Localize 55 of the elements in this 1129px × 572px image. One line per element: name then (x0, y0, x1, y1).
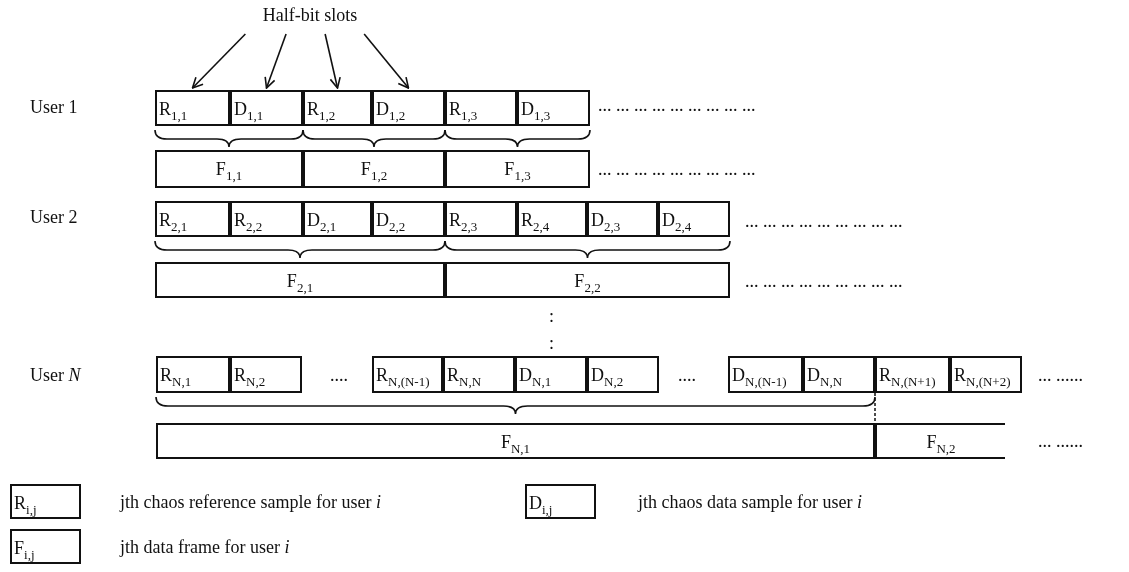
ellipsis: ... ... ... ... ... ... ... ... ... (598, 94, 756, 116)
time-slot: R$_{2,1}$ (155, 201, 230, 237)
time-slot: R$_{N,N}$ (443, 356, 515, 393)
frame-slot: F$_{2,1}$ (155, 262, 445, 298)
legend-text: jth data frame for user i (120, 536, 290, 558)
row-label: User 2 (30, 206, 78, 228)
time-slot: R$_{1,1}$ (155, 90, 230, 126)
legend-key: R$_{i,j}$ (10, 484, 81, 519)
time-slot: R$_{N,(N+2)}$ (950, 356, 1022, 393)
frame-slot: F$_{1,3}$ (445, 150, 590, 188)
time-slot: R$_{N,(N+1)}$ (875, 356, 950, 393)
time-slot: D$_{2,1}$ (303, 201, 372, 237)
frame-slot: F$_{1,1}$ (155, 150, 303, 188)
ellipsis: ... ...... (1038, 430, 1083, 452)
ellipsis: ... ... ... ... ... ... ... ... ... (598, 158, 756, 180)
row-label: User 1 (30, 96, 78, 118)
arrow (264, 33, 287, 89)
time-slot: R$_{N,(N-1)}$ (372, 356, 443, 393)
time-slot: D$_{N,(N-1)}$ (728, 356, 803, 393)
time-slot: R$_{N,2}$ (230, 356, 302, 393)
time-slot: D$_{1,3}$ (517, 90, 590, 126)
heading-text: Half-bit slots (250, 4, 370, 30)
ellipsis: .... (330, 364, 348, 386)
time-slot: R$_{N,1}$ (156, 356, 230, 393)
row-label: User N (30, 364, 81, 386)
time-slot: R$_{1,2}$ (303, 90, 372, 126)
frame-slot: F$_{1,2}$ (303, 150, 445, 188)
ellipsis: ... ... ... ... ... ... ... ... ... (745, 210, 903, 232)
time-slot: R$_{1,3}$ (445, 90, 517, 126)
vertical-ellipsis: : (549, 332, 554, 354)
time-slot: D$_{2,2}$ (372, 201, 445, 237)
time-slot: R$_{2,4}$ (517, 201, 587, 237)
time-slot: D$_{N,N}$ (803, 356, 875, 393)
legend-text: jth chaos data sample for user i (638, 491, 862, 513)
legend-text: jth chaos reference sample for user i (120, 491, 381, 513)
ellipsis: ... ...... (1038, 364, 1083, 386)
frame-slot: F$_{2,2}$ (445, 262, 730, 298)
legend-key: F$_{i,j}$ (10, 529, 81, 564)
frame-slot: F$_{N,2}$ (875, 423, 1005, 459)
legend-key: D$_{i,j}$ (525, 484, 596, 519)
ellipsis: ... ... ... ... ... ... ... ... ... (745, 270, 903, 292)
time-slot: D$_{N,1}$ (515, 356, 587, 393)
ellipsis: .... (678, 364, 696, 386)
time-slot: D$_{2,4}$ (658, 201, 730, 237)
time-slot: R$_{2,3}$ (445, 201, 517, 237)
time-slot: D$_{1,1}$ (230, 90, 303, 126)
time-slot: D$_{1,2}$ (372, 90, 445, 126)
arrow (191, 33, 247, 89)
arrow (363, 33, 410, 89)
time-slot: R$_{2,2}$ (230, 201, 303, 237)
arrow (324, 33, 341, 89)
time-slot: D$_{N,2}$ (587, 356, 659, 393)
frame-slot: F$_{N,1}$ (156, 423, 875, 459)
time-slot: D$_{2,3}$ (587, 201, 658, 237)
vertical-ellipsis: : (549, 305, 554, 327)
